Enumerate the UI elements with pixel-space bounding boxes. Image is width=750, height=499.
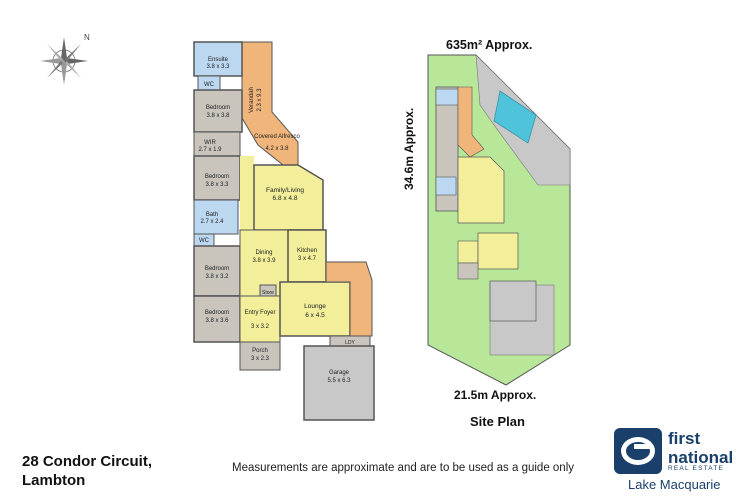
room-size: 3 x 4.7 [298,256,317,262]
address-line-1: 28 Condor Circuit, [22,453,153,470]
brand-logo-icon [614,428,662,474]
room-label: WC [204,82,215,88]
bedroom-4 [193,295,241,343]
room-size: 2.7 x 2.4 [200,219,224,225]
room-label: Ensuite [208,57,229,63]
room-size: 3.8 x 3.2 [205,274,229,280]
room-label: Entry Foyer [244,310,275,316]
address-line-2: Lambton [22,472,86,489]
room-size: 3.8 x 3.9 [252,258,276,264]
brand-name-line-1: first [668,429,701,448]
room-label: Lounge [304,303,326,310]
entry-foyer [239,295,281,343]
compass-north-label: N [84,33,90,42]
property-address: 28 Condor Circuit, Lambton [22,452,152,490]
garage-room [303,345,375,421]
brand-name-line-2: national [668,448,734,467]
house-footprint [435,86,537,322]
site-depth-label: 34.6m Approx. [402,107,416,190]
site-width-label: 21.5m Approx. [454,388,537,402]
room-label: Bath [206,212,218,218]
room-size: 3 x 3.2 [251,324,270,330]
porch-area [239,341,281,371]
room-label: Porch [252,348,268,354]
room-label: Bedroom [205,266,229,272]
pool [493,90,537,144]
room-label: LDY [345,340,355,346]
room-label: WIR [204,140,216,146]
site-plan [427,54,571,386]
room-size: 3.8 x 3.6 [205,318,229,324]
floor-plan: Ensuite 3.8 x 3.3 WC Bedroom 3.8 x 3.8 V… [193,41,375,421]
site-area-label: 635m² Approx. [446,38,533,52]
room-size: 5.5 x 6.3 [327,378,351,384]
room-label: Family/Living [266,187,304,194]
room-size: 3.8 x 3.8 [206,113,230,119]
room-size: 2.3 x 9.3 [257,88,263,112]
master-bedroom [193,89,243,133]
room-label: Bedroom [206,105,230,111]
brand-office: Lake Macquarie [628,477,721,492]
compass-rose: N [40,33,90,85]
room-label: Dining [255,250,272,256]
room-size: 3.8 x 3.3 [205,182,229,188]
lounge-room [279,281,351,337]
site-plan-title: Site Plan [470,414,525,429]
room-size: 2.7 x 1.9 [198,147,222,153]
bath-room [193,199,239,235]
room-label: Covered Alfresco [254,134,300,140]
room-size: 6 x 4.5 [305,312,325,319]
room-label: Verandah [249,87,255,113]
room-label: Bedroom [205,310,229,316]
room-size: 4.2 x 3.8 [265,146,289,152]
room-label: Kitchen [297,248,317,254]
room-size: 6.8 x 4.8 [273,195,298,202]
measurement-disclaimer: Measurements are approximate and are to … [232,462,575,474]
room-label: Store [262,290,274,296]
room-size: 3 x 2.3 [251,356,270,362]
brand-tagline: REAL ESTATE [668,465,725,472]
room-label: Bedroom [205,174,229,180]
room-label: Garage [329,370,350,376]
wir-room [193,131,241,157]
room-size: 3.8 x 3.3 [206,64,230,70]
room-label: WC [199,238,210,244]
